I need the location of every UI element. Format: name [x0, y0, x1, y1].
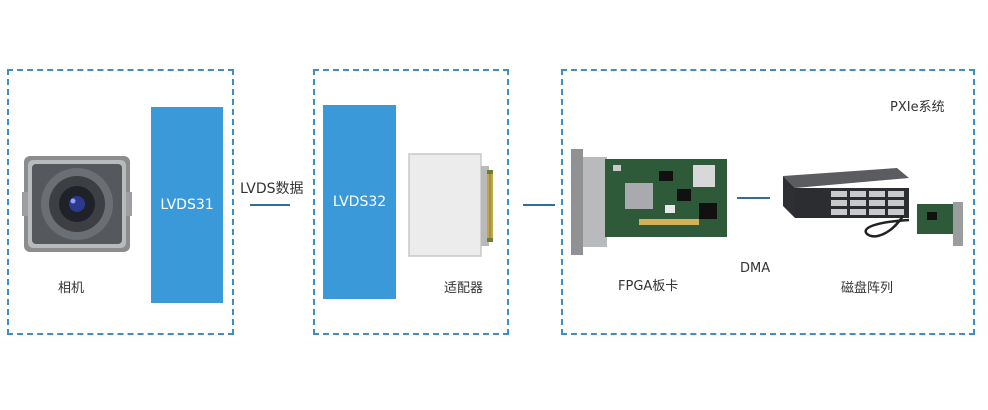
- fpga-label: FPGA板卡: [618, 279, 679, 294]
- adapter-icon: [408, 153, 493, 257]
- lvds-data-link: [250, 204, 290, 206]
- raid-icon: [783, 168, 963, 246]
- camera-icon: [22, 156, 132, 252]
- lvds32-block: LVDS32: [323, 105, 396, 299]
- pxie-group: [561, 69, 975, 335]
- adapter-label: 适配器: [444, 281, 484, 296]
- dma-label: DMA: [740, 261, 771, 276]
- camera-label: 相机: [58, 281, 85, 296]
- lvds31-label: LVDS31: [160, 197, 214, 213]
- camera-group: [7, 69, 234, 335]
- pxie-title: PXIe系统: [890, 100, 945, 115]
- adapter-fpga-link: [523, 204, 555, 206]
- adapter-group: [313, 69, 509, 335]
- fpga-card-icon: [571, 149, 727, 255]
- raid-label: 磁盘阵列: [841, 281, 894, 296]
- lvds31-block: LVDS31: [151, 107, 223, 303]
- dma-link: [737, 197, 770, 199]
- lvds-data-label: LVDS数据: [240, 181, 304, 197]
- lvds32-label: LVDS32: [332, 194, 387, 210]
